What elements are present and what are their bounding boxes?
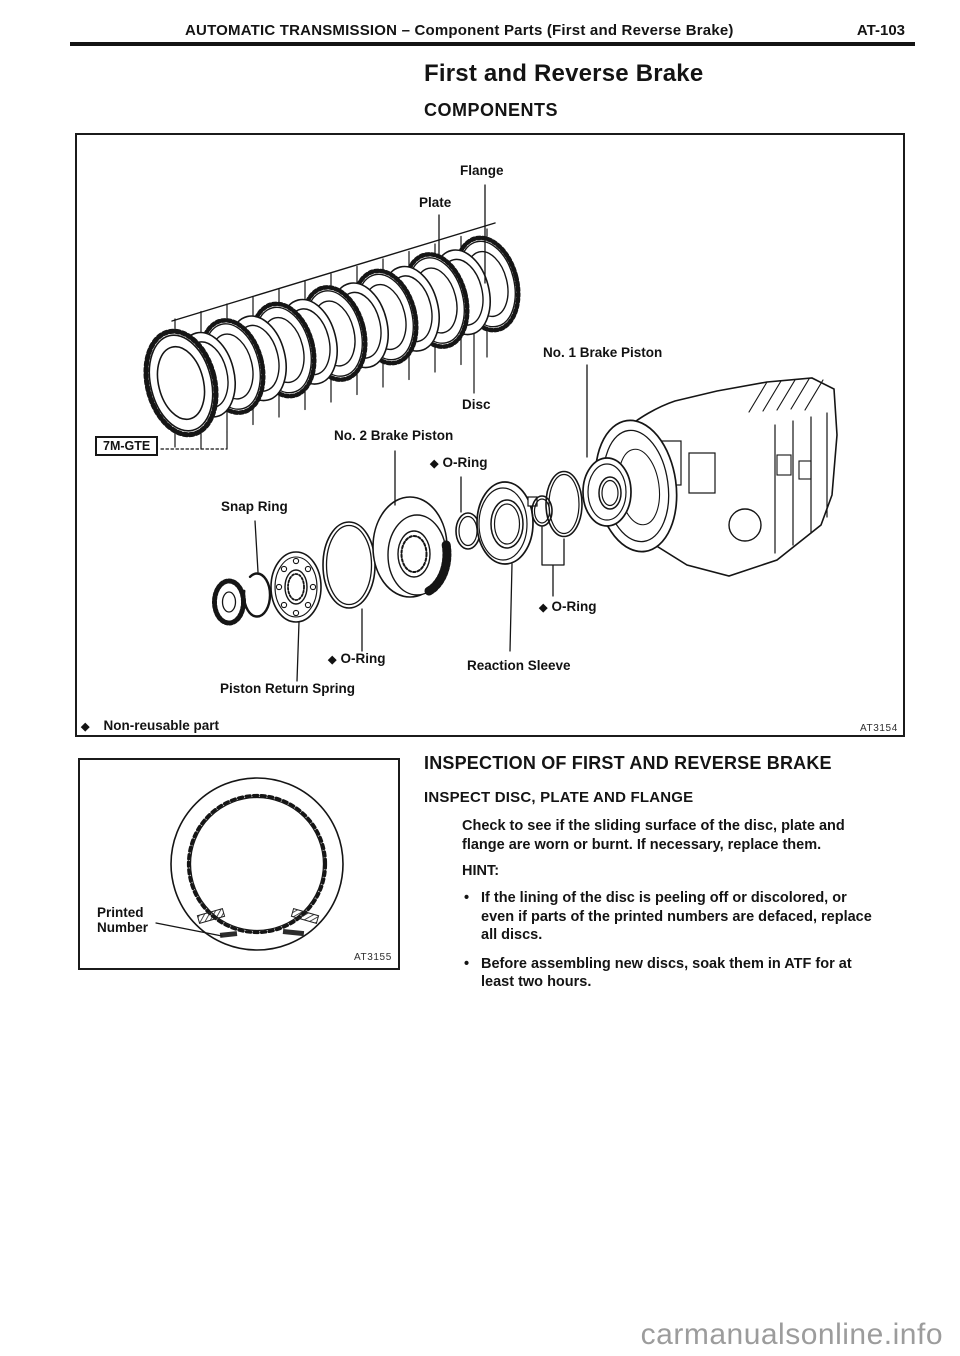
bullet-icon: • <box>464 890 470 906</box>
label-o-ring-3: ◆O-Ring <box>328 652 385 667</box>
disc-figure: Printed Number AT3155 <box>78 758 400 970</box>
label-reaction-sleeve: Reaction Sleeve <box>467 658 571 673</box>
figure-code: AT3154 <box>860 723 898 734</box>
badge-7m-gte: 7M-GTE <box>95 436 159 456</box>
label-snap-ring: Snap Ring <box>221 499 288 514</box>
disc-front-view <box>170 777 344 951</box>
page-title: First and Reverse Brake <box>424 60 704 87</box>
leader-lines <box>254 184 588 682</box>
label-disc: Disc <box>462 397 491 412</box>
components-figure: Flange Plate No. 1 Brake Piston Disc No.… <box>75 133 905 737</box>
diamond-icon: ◆ <box>328 654 337 666</box>
inspection-subheading: INSPECT DISC, PLATE AND FLANGE <box>424 789 694 806</box>
hint-line: least two hours. <box>481 974 592 990</box>
hint-text: Before assembling new discs, soak them i… <box>481 955 852 992</box>
watermark: carmanualsonline.info <box>640 1318 943 1351</box>
hint-line: If the lining of the disc is peeling off… <box>481 890 847 906</box>
printed-number-patch-right <box>290 907 320 925</box>
hint-item: • If the lining of the disc is peeling o… <box>464 889 910 945</box>
label-o-ring-2: ◆O-Ring <box>539 600 596 615</box>
leader-lines <box>155 922 223 937</box>
o-ring-b2-part <box>545 470 583 538</box>
diamond-icon: ◆ <box>430 458 439 470</box>
o-ring-large-part <box>322 521 376 609</box>
snap-ring-part <box>242 572 272 618</box>
hint-line: even if parts of the printed numbers are… <box>481 908 872 925</box>
disc-diagram <box>155 777 344 951</box>
badge-bracket <box>160 431 228 450</box>
inspection-heading: INSPECTION OF FIRST AND REVERSE BRAKE <box>424 753 832 773</box>
diamond-icon: ◆ <box>81 721 90 733</box>
label-plate: Plate <box>419 195 452 210</box>
printed-number-patch-left <box>196 907 226 925</box>
hint-label: HINT: <box>462 863 500 879</box>
bullet-icon: • <box>464 955 470 972</box>
label-no1-brake-piston: No. 1 Brake Piston <box>543 345 663 360</box>
label-printed-number: Printed Number <box>97 905 149 935</box>
o-ring-text: O-Ring <box>551 599 597 614</box>
non-reusable-text: Non-reusable part <box>103 718 219 733</box>
inspection-paragraph: Check to see if the sliding surface of t… <box>462 817 910 854</box>
o-ring-text: O-Ring <box>442 455 488 470</box>
label-piston-return-spring: Piston Return Spring <box>220 681 355 696</box>
no1-brake-piston-part <box>582 457 632 527</box>
piston-return-spring-part <box>270 551 322 623</box>
page-code: AT-103 <box>856 22 905 39</box>
paragraph-line: Check to see if the sliding surface of t… <box>462 818 845 834</box>
hint-line: Before assembling new discs, soak them i… <box>481 955 852 972</box>
label-no2-brake-piston: No. 2 Brake Piston <box>334 428 454 443</box>
paragraph-line: flange are worn or burnt. If necessary, … <box>462 836 822 853</box>
thrust-washer-part <box>212 578 246 626</box>
label-flange: Flange <box>460 163 504 178</box>
reaction-sleeve-part <box>476 481 538 565</box>
non-reusable-note: ◆ Non-reusable part <box>81 718 219 733</box>
components-diagram <box>77 184 838 682</box>
hint-text: If the lining of the disc is peeling off… <box>481 889 872 945</box>
page-header: AUTOMATIC TRANSMISSION – Component Parts… <box>185 22 734 39</box>
page-subtitle: COMPONENTS <box>424 100 559 120</box>
hint-list: • If the lining of the disc is peeling o… <box>464 889 910 992</box>
diamond-icon: ◆ <box>539 602 548 614</box>
no2-brake-piston-part <box>372 496 452 598</box>
label-o-ring-1: ◆O-Ring <box>430 456 487 471</box>
inspection-section: INSPECTION OF FIRST AND REVERSE BRAKE IN… <box>424 753 910 992</box>
header-rule <box>70 42 915 46</box>
o-ring-text: O-Ring <box>340 651 386 666</box>
hint-line: all discs. <box>481 927 543 943</box>
header-section: AUTOMATIC TRANSMISSION <box>185 22 398 39</box>
figure-code: AT3155 <box>354 952 392 963</box>
header-context: – Component Parts (First and Reverse Bra… <box>401 22 734 39</box>
hint-item: • Before assembling new discs, soak them… <box>464 955 910 992</box>
